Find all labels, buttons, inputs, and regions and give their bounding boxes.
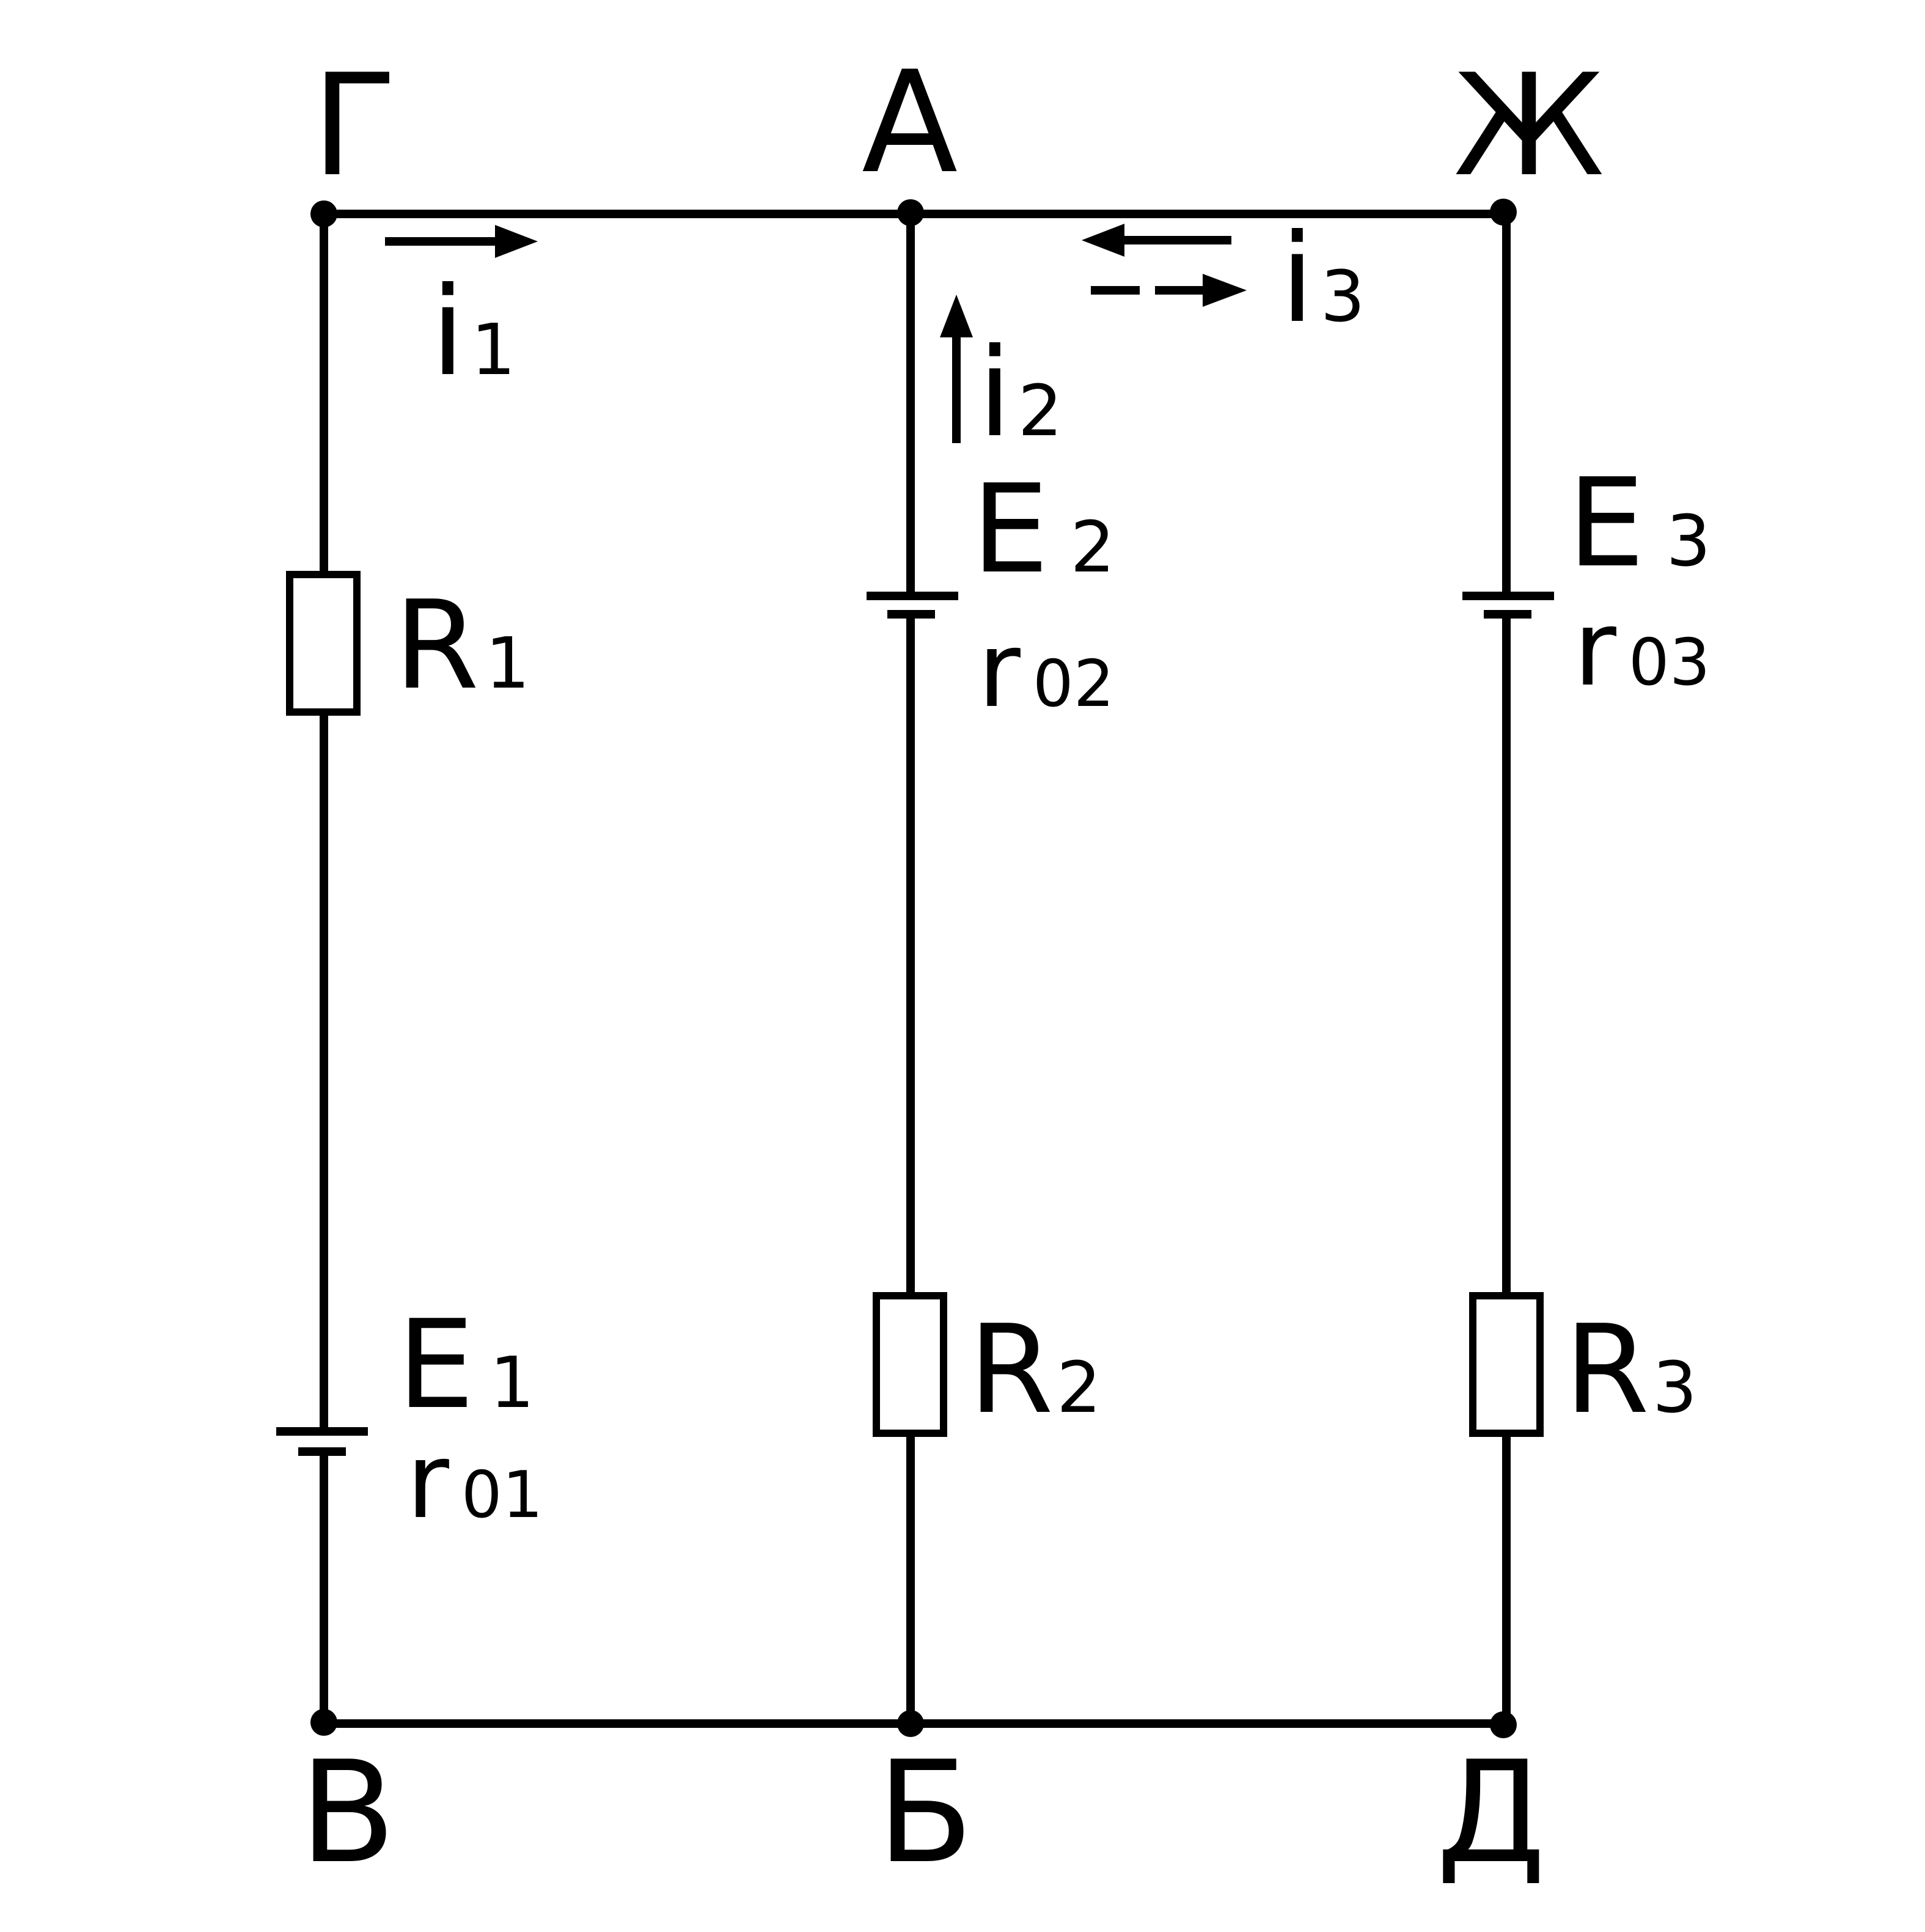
label-i3-index: 3 [1321, 256, 1365, 338]
label-i3: i3 [1280, 208, 1365, 350]
label-i2-symbol: i [978, 322, 1012, 465]
resistor-labels: R1 R2 R3 [394, 575, 1697, 1441]
nodes [310, 199, 1517, 1738]
node-d-dot [1490, 1711, 1517, 1738]
label-r02-index: 02 [1033, 647, 1115, 721]
label-i3-symbol: i [1280, 208, 1314, 350]
arrow-i1-head [495, 225, 538, 258]
label-i1-symbol: i [431, 261, 465, 403]
label-r2-index: 2 [1057, 1347, 1101, 1429]
node-label-a: А [862, 42, 958, 205]
resistor-r1 [286, 571, 361, 716]
label-r03-index: 03 [1629, 625, 1711, 700]
node-label-g: Г [312, 45, 397, 208]
node-label-d: Д [1436, 1732, 1546, 1895]
label-e3-index: 3 [1666, 501, 1711, 582]
wires [320, 210, 1511, 1728]
current-labels: i1 i2 i3 [431, 208, 1365, 465]
label-r3: R3 [1564, 1299, 1697, 1441]
label-i1-index: 1 [471, 309, 516, 391]
label-r01-index: 01 [461, 1458, 543, 1532]
label-r1-symbol: R [394, 575, 479, 717]
label-i2-index: 2 [1018, 370, 1063, 452]
label-e1-index: 1 [490, 1342, 534, 1424]
label-r2-symbol: R [969, 1299, 1054, 1441]
label-r01-symbol: r [406, 1421, 449, 1542]
label-e3-symbol: E [1568, 452, 1645, 595]
node-zh-dot [1490, 199, 1517, 226]
label-e2-index: 2 [1070, 507, 1115, 589]
resistor-r3 [1469, 1292, 1544, 1437]
node-labels: Г А Ж В Б Д [299, 42, 1605, 1895]
node-v-dot [310, 1709, 337, 1736]
label-r02-symbol: r [978, 610, 1021, 731]
label-r03-symbol: r [1574, 589, 1616, 710]
arrow-i3-solid-head [1082, 224, 1124, 257]
label-r3-symbol: R [1564, 1299, 1649, 1441]
resistor-r2 [873, 1292, 947, 1437]
node-b-dot [897, 1710, 924, 1737]
resistors [286, 571, 1544, 1437]
node-g-dot [310, 200, 337, 227]
batteries [276, 592, 1554, 1456]
current-arrows [385, 224, 1247, 443]
label-r1: R1 [394, 575, 530, 717]
node-label-v: В [299, 1732, 396, 1895]
node-label-b: Б [877, 1732, 974, 1895]
label-r3-index: 3 [1652, 1347, 1697, 1429]
label-i2: i2 [978, 322, 1063, 465]
label-e2-symbol: E [972, 458, 1049, 601]
label-e1-symbol: E [397, 1294, 474, 1436]
node-label-zh: Ж [1453, 45, 1605, 208]
node-a-dot [897, 199, 924, 226]
label-r2: R2 [969, 1299, 1101, 1441]
label-r1-index: 1 [485, 623, 530, 705]
arrow-i2-head [940, 295, 973, 337]
arrow-i3-dashed-head [1203, 274, 1247, 307]
label-i1: i1 [431, 261, 516, 403]
